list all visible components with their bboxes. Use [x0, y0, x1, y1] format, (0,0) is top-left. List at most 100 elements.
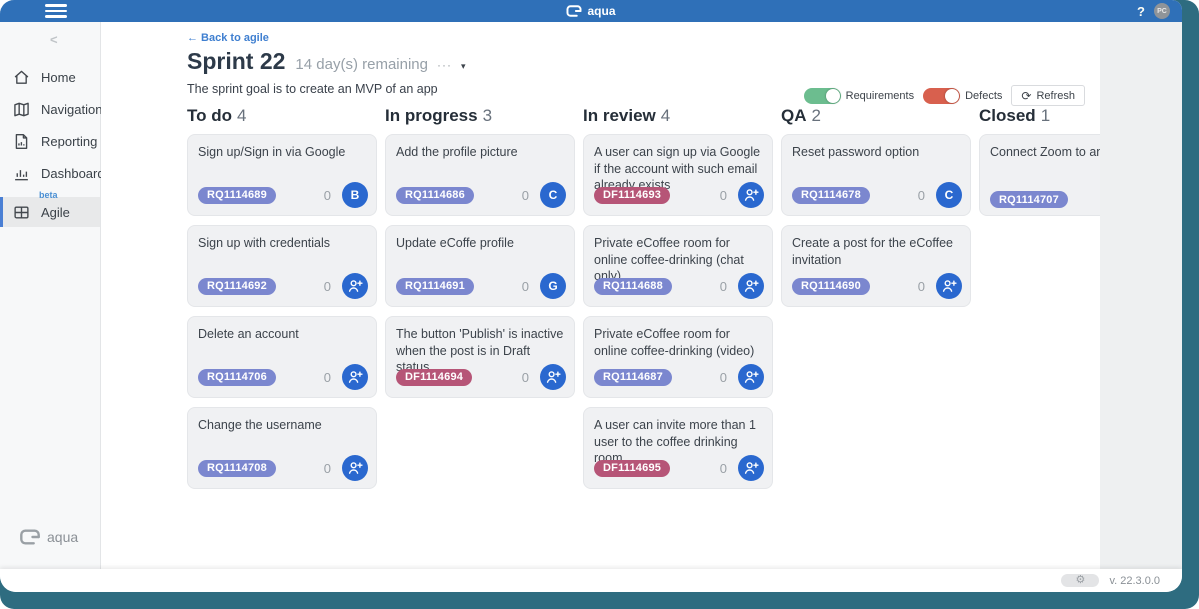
board-card[interactable]: Private eCoffee room for online coffee-d… — [583, 225, 773, 307]
column-title: In progress — [385, 106, 478, 125]
board-card[interactable]: Connect Zoom to an account RQ1114707 — [979, 134, 1100, 216]
assignee-avatar[interactable] — [342, 364, 368, 390]
board-card[interactable]: Sign up with credentials RQ1114692 0 — [187, 225, 377, 307]
board-card[interactable]: Private eCoffee room for online coffee-d… — [583, 316, 773, 398]
app-name: aqua — [587, 4, 616, 18]
back-to-agile-link[interactable]: ← Back to agile — [187, 32, 269, 44]
card-footer: DF1114694 0 — [396, 364, 566, 390]
bar-chart-icon — [15, 169, 28, 180]
card-title: Add the profile picture — [396, 145, 518, 159]
assignee-avatar[interactable]: G — [540, 273, 566, 299]
card-id-badge: RQ1114687 — [594, 368, 672, 386]
aqua-logo-icon — [566, 5, 582, 17]
card-id-badge: RQ1114690 — [792, 277, 870, 295]
sprint-options-icon[interactable]: ··· — [436, 58, 452, 72]
sidebar-collapse-icon[interactable]: < — [50, 32, 58, 47]
assignee-avatar[interactable]: C — [540, 182, 566, 208]
assignee-avatar[interactable]: B — [342, 182, 368, 208]
assignee-avatar[interactable]: C — [936, 182, 962, 208]
card-title: A user can invite more than 1 user to th… — [594, 418, 756, 465]
sidebar-item-navigation[interactable]: Navigation — [0, 93, 102, 125]
card-footer: DF1114693 0 — [594, 182, 764, 208]
refresh-button[interactable]: ⟳ Refresh — [1011, 85, 1085, 106]
report-document-icon — [15, 133, 28, 149]
card-title: Change the username — [198, 418, 322, 432]
board-card[interactable]: Sign up/Sign in via Google RQ1114689 0 B — [187, 134, 377, 216]
card-count: 0 — [323, 187, 331, 203]
sprint-remaining-label: 14 day(s) remaining — [295, 56, 428, 73]
gear-icon: ⚙ — [1075, 574, 1086, 586]
main-area: ← Back to agile Sprint 22 14 day(s) rema… — [101, 22, 1182, 569]
card-title: Update eCoffe profile — [396, 236, 514, 250]
toggle-label: Requirements — [845, 89, 915, 102]
defects-toggle[interactable]: Defects — [923, 87, 1003, 104]
card-list: Connect Zoom to an account RQ1114707 — [979, 134, 1100, 216]
board-card[interactable]: The button 'Publish' is inactive when th… — [385, 316, 575, 398]
assign-user-icon — [744, 371, 759, 383]
user-avatar[interactable]: PC — [1154, 3, 1170, 19]
assignee-avatar[interactable] — [738, 455, 764, 481]
aqua-logo-text: aqua — [47, 529, 79, 545]
card-title: Reset password option — [792, 145, 920, 159]
column-count: 1 — [1040, 106, 1051, 125]
board-card[interactable]: A user can invite more than 1 user to th… — [583, 407, 773, 489]
help-icon[interactable]: ? — [1137, 3, 1145, 19]
aqua-logo-icon — [20, 529, 40, 545]
avatar-initial: C — [548, 188, 558, 202]
column-title: QA — [781, 106, 807, 125]
assign-user-icon — [744, 280, 759, 292]
board-card[interactable]: Add the profile picture RQ1114686 0 C — [385, 134, 575, 216]
hamburger-menu-icon[interactable] — [45, 4, 67, 18]
sidebar-item-home[interactable]: Home — [0, 61, 100, 93]
card-id-badge: RQ1114692 — [198, 277, 276, 295]
card-id-badge: RQ1114686 — [396, 186, 474, 204]
assign-user-icon — [348, 280, 363, 292]
sidebar-item-agile[interactable]: beta Agile — [0, 190, 100, 227]
board-card[interactable]: Create a post for the eCoffee invitation… — [781, 225, 971, 307]
column-count: 4 — [660, 106, 671, 125]
avatar-initial: B — [350, 188, 360, 202]
assignee-avatar[interactable] — [540, 364, 566, 390]
board-card[interactable]: Update eCoffe profile RQ1114691 0 G — [385, 225, 575, 307]
sidebar-item-label: Home — [41, 69, 76, 85]
card-id-badge: RQ1114706 — [198, 368, 276, 386]
card-footer: RQ1114687 0 — [594, 364, 764, 390]
assignee-avatar[interactable] — [738, 182, 764, 208]
assignee-avatar[interactable] — [342, 455, 368, 481]
assignee-avatar[interactable] — [738, 364, 764, 390]
card-title: Sign up/Sign in via Google — [198, 145, 346, 159]
app-brand: aqua — [566, 4, 616, 18]
refresh-label: Refresh — [1036, 89, 1075, 102]
toggle-on-icon[interactable] — [803, 87, 841, 104]
sidebar-item-dashboard[interactable]: Dashboard — [0, 157, 105, 189]
toggle-label: Defects — [965, 89, 1003, 102]
card-title: Create a post for the eCoffee invitation — [792, 236, 953, 267]
assignee-avatar[interactable] — [738, 273, 764, 299]
assignee-avatar[interactable] — [342, 273, 368, 299]
board-card[interactable]: Delete an account RQ1114706 0 — [187, 316, 377, 398]
card-footer: RQ1114707 — [990, 191, 1100, 208]
chevron-down-icon[interactable]: ▾ — [460, 61, 466, 71]
avatar-initial: C — [944, 188, 954, 202]
card-title: Delete an account — [198, 327, 299, 341]
board-card[interactable]: Change the username RQ1114708 0 — [187, 407, 377, 489]
sidebar-item-reporting[interactable]: Reporting — [0, 125, 100, 157]
requirements-toggle[interactable]: Requirements — [803, 87, 915, 104]
column-count: 4 — [237, 106, 247, 125]
card-id-badge: DF1114694 — [396, 368, 473, 386]
toggle-on-icon[interactable] — [923, 87, 961, 104]
settings-pill[interactable]: ⚙ — [1061, 574, 1100, 587]
card-count: 0 — [521, 187, 529, 203]
card-footer: RQ1114689 0 B — [198, 182, 368, 208]
app-window: aqua ? PC < Home Navigation — [0, 0, 1182, 592]
card-footer: RQ1114686 0 C — [396, 182, 566, 208]
board-card[interactable]: A user can sign up via Google if the acc… — [583, 134, 773, 216]
board-card[interactable]: Reset password option RQ1114678 0 C — [781, 134, 971, 216]
card-count: 0 — [521, 369, 529, 385]
assignee-avatar[interactable] — [936, 273, 962, 299]
